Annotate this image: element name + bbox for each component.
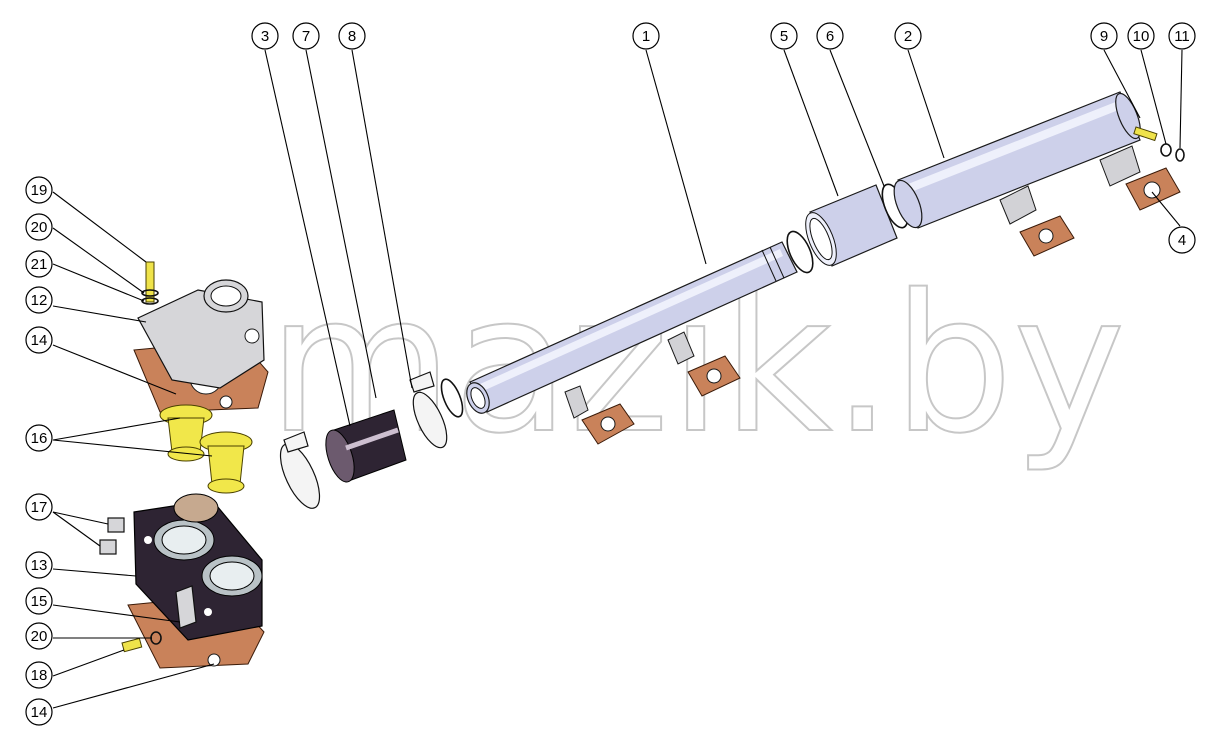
- svg-text:14: 14: [31, 704, 48, 721]
- svg-text:4: 4: [1178, 232, 1186, 249]
- svg-text:21: 21: [31, 256, 48, 273]
- thermostat-housing-part-13: [127, 493, 265, 669]
- svg-text:1: 1: [642, 28, 650, 45]
- svg-text:20: 20: [31, 219, 48, 236]
- svg-text:3: 3: [261, 28, 269, 45]
- callout-14-top: 14: [25, 326, 53, 354]
- plug-part-17b: [99, 539, 117, 555]
- leader-lines: [52, 49, 1183, 709]
- callout-18: 18: [25, 661, 53, 689]
- bolt-part-18: [121, 637, 143, 653]
- svg-text:11: 11: [1174, 28, 1190, 45]
- o-ring: [786, 230, 814, 274]
- callout-14-bottom: 14: [25, 698, 53, 726]
- thermostat-part-16b: [199, 431, 253, 494]
- svg-text:7: 7: [302, 28, 310, 45]
- thermostat-part-16a: [159, 404, 213, 462]
- svg-text:10: 10: [1133, 28, 1150, 45]
- callout-3: 3: [251, 22, 279, 50]
- svg-text:19: 19: [31, 182, 48, 199]
- callout-17: 17: [25, 493, 53, 521]
- callout-13: 13: [25, 551, 53, 579]
- svg-text:2: 2: [904, 28, 912, 45]
- callout-4: 4: [1168, 226, 1196, 254]
- svg-text:16: 16: [31, 430, 48, 447]
- callout-11: 11: [1168, 22, 1196, 50]
- pipe-1-flange-right: [667, 331, 741, 397]
- callout-20-top: 20: [25, 213, 53, 241]
- callout-19: 19: [25, 176, 53, 204]
- pipe-part-1: [466, 241, 798, 414]
- housing-cover-part-12: [133, 279, 269, 413]
- svg-text:9: 9: [1100, 28, 1108, 45]
- pipe-part-2: [893, 91, 1141, 229]
- callout-21: 21: [25, 250, 53, 278]
- washer-part-21: [141, 297, 159, 305]
- bolt-part-9: [1133, 126, 1158, 142]
- ring-part-11: [1175, 148, 1185, 162]
- svg-text:17: 17: [31, 499, 48, 516]
- callout-2: 2: [894, 22, 922, 50]
- svg-text:18: 18: [31, 667, 48, 684]
- bolt-part-19: [145, 261, 155, 303]
- pipe-2-flange-right: [1099, 145, 1181, 211]
- clamp-part-8: [409, 371, 448, 449]
- callout-6: 6: [816, 22, 844, 50]
- svg-text:5: 5: [780, 28, 788, 45]
- svg-text:6: 6: [826, 28, 834, 45]
- callout-12: 12: [25, 286, 53, 314]
- callout-8: 8: [338, 22, 366, 50]
- callout-9: 9: [1090, 22, 1118, 50]
- svg-text:20: 20: [31, 628, 48, 645]
- washer-part-20: [141, 289, 159, 297]
- pipe-1-flange-left: [564, 385, 635, 445]
- svg-text:12: 12: [31, 292, 48, 309]
- hose-part-3: [325, 409, 407, 483]
- svg-text:14: 14: [31, 332, 48, 349]
- callout-7: 7: [292, 22, 320, 50]
- callout-16: 16: [25, 424, 53, 452]
- callout-20-bottom: 20: [25, 622, 53, 650]
- washer-part-10: [1160, 143, 1172, 157]
- callout-1: 1: [632, 22, 660, 50]
- svg-text:13: 13: [31, 557, 48, 574]
- callout-5: 5: [770, 22, 798, 50]
- sleeve-part-5: [805, 184, 898, 267]
- svg-text:8: 8: [348, 28, 356, 45]
- callout-15: 15: [25, 587, 53, 615]
- clamp-part-7: [279, 431, 321, 509]
- callout-10: 10: [1127, 22, 1155, 50]
- pipe-2-flange-left: [999, 185, 1075, 257]
- plug-part-17a: [107, 517, 125, 533]
- svg-text:15: 15: [31, 593, 48, 610]
- o-ring-hose: [440, 378, 464, 418]
